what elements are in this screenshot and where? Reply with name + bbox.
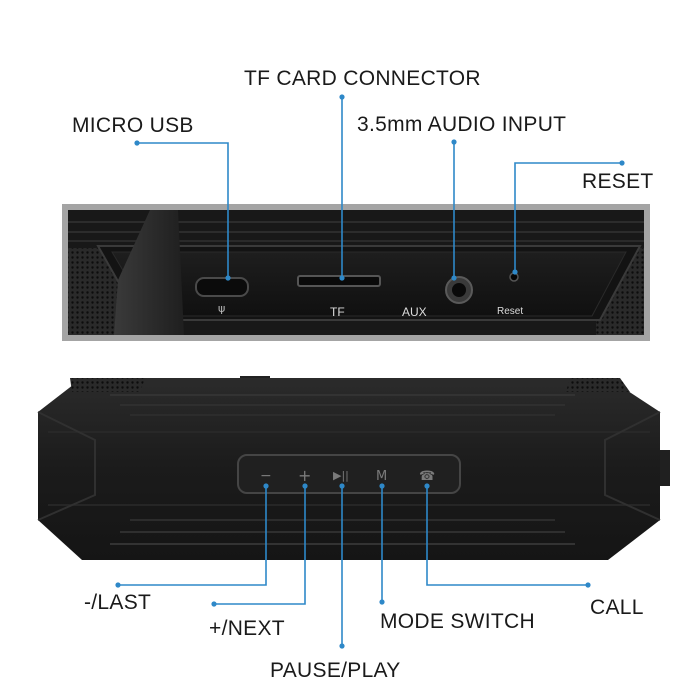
plus-button[interactable]: + [298,466,311,485]
mode-button[interactable]: M [376,469,387,484]
leader-lines [118,97,622,646]
tf-port-label: TF [330,305,345,319]
call-button[interactable]: ☎ [419,469,435,484]
rubber-flap [114,210,184,335]
label-micro-usb: MICRO USB [72,114,194,137]
micro-usb-port [195,277,249,297]
label-last: -/LAST [84,591,152,614]
usb-icon: ψ [218,302,225,315]
speaker-body: − + ▶|| M ☎ [37,376,670,560]
reset-port-label: Reset [497,306,523,317]
leader-reset [514,162,622,272]
play-pause-button[interactable]: ▶|| [333,469,349,482]
label-reset: RESET [582,170,654,193]
label-mode-switch: MODE SWITCH [380,610,535,633]
label-tf-card-connector: TF CARD CONNECTOR [244,67,481,90]
minus-button[interactable]: − [260,468,272,484]
label-audio-input: 3.5mm AUDIO INPUT [357,113,567,136]
leader-next [214,486,306,605]
port-panel: ψ TF AUX Reset [62,204,650,341]
tf-card-slot [297,275,381,287]
button-strip [237,454,461,494]
label-call: CALL [590,596,644,619]
label-pause-play: PAUSE/PLAY [270,659,401,682]
leader-last [118,486,267,586]
leader-dots [115,94,625,649]
aux-port-label: AUX [402,305,427,319]
leader-micro-usb [137,142,229,278]
label-next: +/NEXT [209,617,285,640]
leader-call [426,486,588,586]
